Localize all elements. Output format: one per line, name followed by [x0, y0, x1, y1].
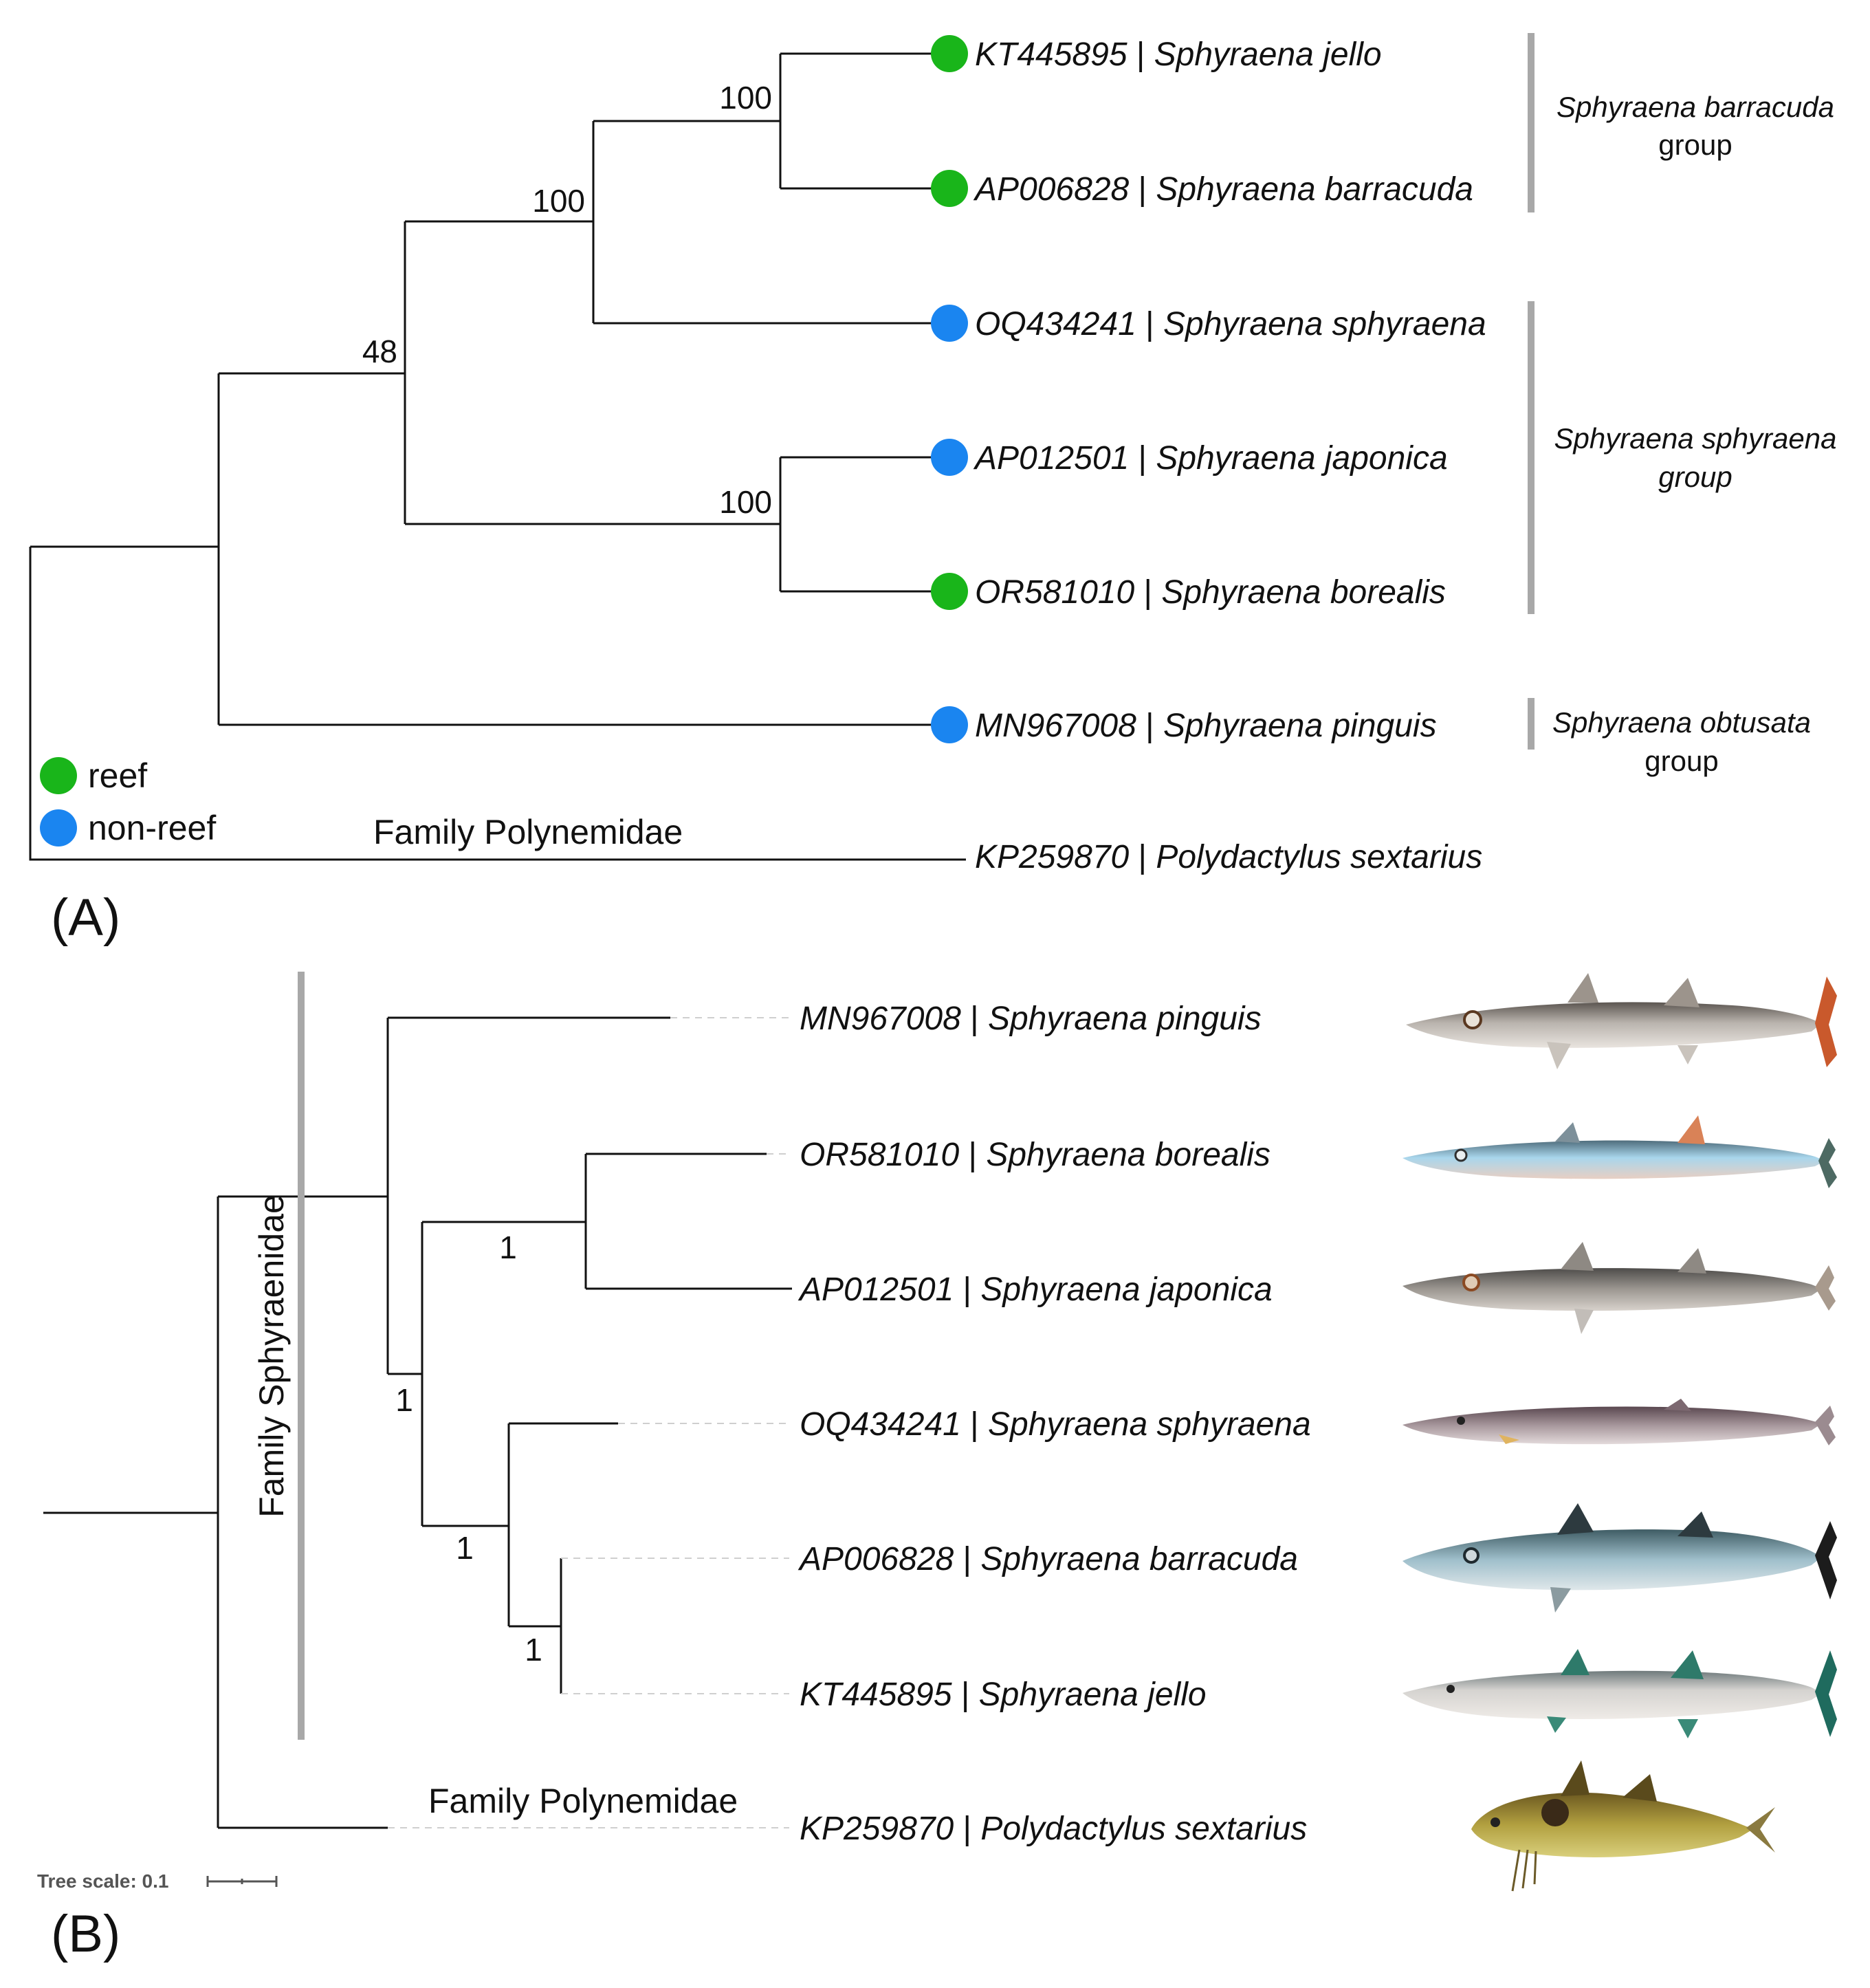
tip-label: KP259870 | Polydactylus sextarius	[800, 1811, 1307, 1847]
tip-label: AP006828 | Sphyraena barracuda	[973, 171, 1473, 208]
barracuda-fish-illustration	[1402, 1503, 1837, 1613]
tip-label: AP012501 | Sphyraena japonica	[973, 440, 1448, 477]
tip-label: OQ434241 | Sphyraena sphyraena	[975, 306, 1486, 342]
tip-label: OR581010 | Sphyraena borealis	[800, 1137, 1270, 1173]
reef-dot	[931, 170, 968, 207]
group-label: Sphyraena sphyraena	[1554, 422, 1837, 455]
family-polynemidae-label: Family Polynemidae	[373, 813, 683, 851]
non-reef-dot	[931, 706, 968, 743]
jello-fish-illustration	[1402, 1649, 1837, 1738]
group-label: group	[1658, 461, 1732, 493]
japonica-fish-illustration	[1402, 1242, 1836, 1334]
support-value: 1	[499, 1230, 517, 1265]
family-sphyraenidae-label: Family Sphyraenidae	[252, 1194, 291, 1518]
panel-a-label: (A)	[51, 888, 120, 947]
tree-scale: Tree scale: 0.1	[37, 1870, 278, 1892]
tip-leader-lines	[388, 1017, 789, 1828]
non-reef-dot	[931, 439, 968, 476]
legend-reef-label: reef	[88, 756, 147, 795]
group-label: group	[1644, 745, 1718, 777]
group-label: Sphyraena barracuda	[1556, 91, 1834, 123]
tree-b-branches	[43, 1016, 792, 1829]
non-reef-legend-dot	[40, 809, 77, 846]
support-value: 1	[395, 1382, 413, 1418]
support-value: 1	[525, 1632, 542, 1668]
tip-label: KT445895 | Sphyraena jello	[800, 1676, 1207, 1713]
reef-dot	[931, 35, 968, 72]
sphyraena-fish-illustration	[1402, 1399, 1836, 1445]
support-value: 48	[362, 334, 397, 369]
reef-dot	[931, 573, 968, 610]
family-polynemidae-label: Family Polynemidae	[428, 1782, 738, 1820]
tip-label: OR581010 | Sphyraena borealis	[975, 574, 1446, 611]
support-value: 100	[719, 484, 772, 520]
group-label: Sphyraena obtusata	[1552, 706, 1811, 739]
non-reef-dot	[931, 305, 968, 342]
support-value: 100	[532, 183, 585, 219]
tip-label: OQ434241 | Sphyraena sphyraena	[800, 1406, 1311, 1443]
tip-label: MN967008 | Sphyraena pinguis	[800, 1001, 1262, 1037]
tip-label: KT445895 | Sphyraena jello	[975, 36, 1382, 73]
tree-a-branches	[29, 52, 966, 861]
panel-a-tree: KT445895 | Sphyraena jello AP006828 | Sp…	[29, 33, 1837, 947]
borealis-fish-illustration	[1402, 1115, 1837, 1188]
tip-label: AP006828 | Sphyraena barracuda	[798, 1541, 1298, 1577]
pinguis-fish-illustration	[1406, 973, 1837, 1069]
tip-label: KP259870 | Polydactylus sextarius	[975, 839, 1482, 875]
tree-scale-label: Tree scale: 0.1	[37, 1870, 168, 1892]
tip-label: MN967008 | Sphyraena pinguis	[975, 708, 1437, 744]
support-value: 100	[719, 80, 772, 116]
polydactylus-fish-illustration	[1471, 1760, 1775, 1892]
panel-b-label: (B)	[51, 1905, 120, 1963]
legend-non-reef-label: non-reef	[88, 809, 216, 847]
reef-legend-dot	[40, 757, 77, 794]
group-label: group	[1658, 129, 1732, 161]
support-value: 1	[456, 1530, 474, 1566]
tip-label: AP012501 | Sphyraena japonica	[798, 1271, 1273, 1308]
panel-b-tree: Family Sphyraenidae Family Polynemidae 1…	[37, 972, 1837, 1963]
legend: reef non-reef	[40, 756, 216, 847]
